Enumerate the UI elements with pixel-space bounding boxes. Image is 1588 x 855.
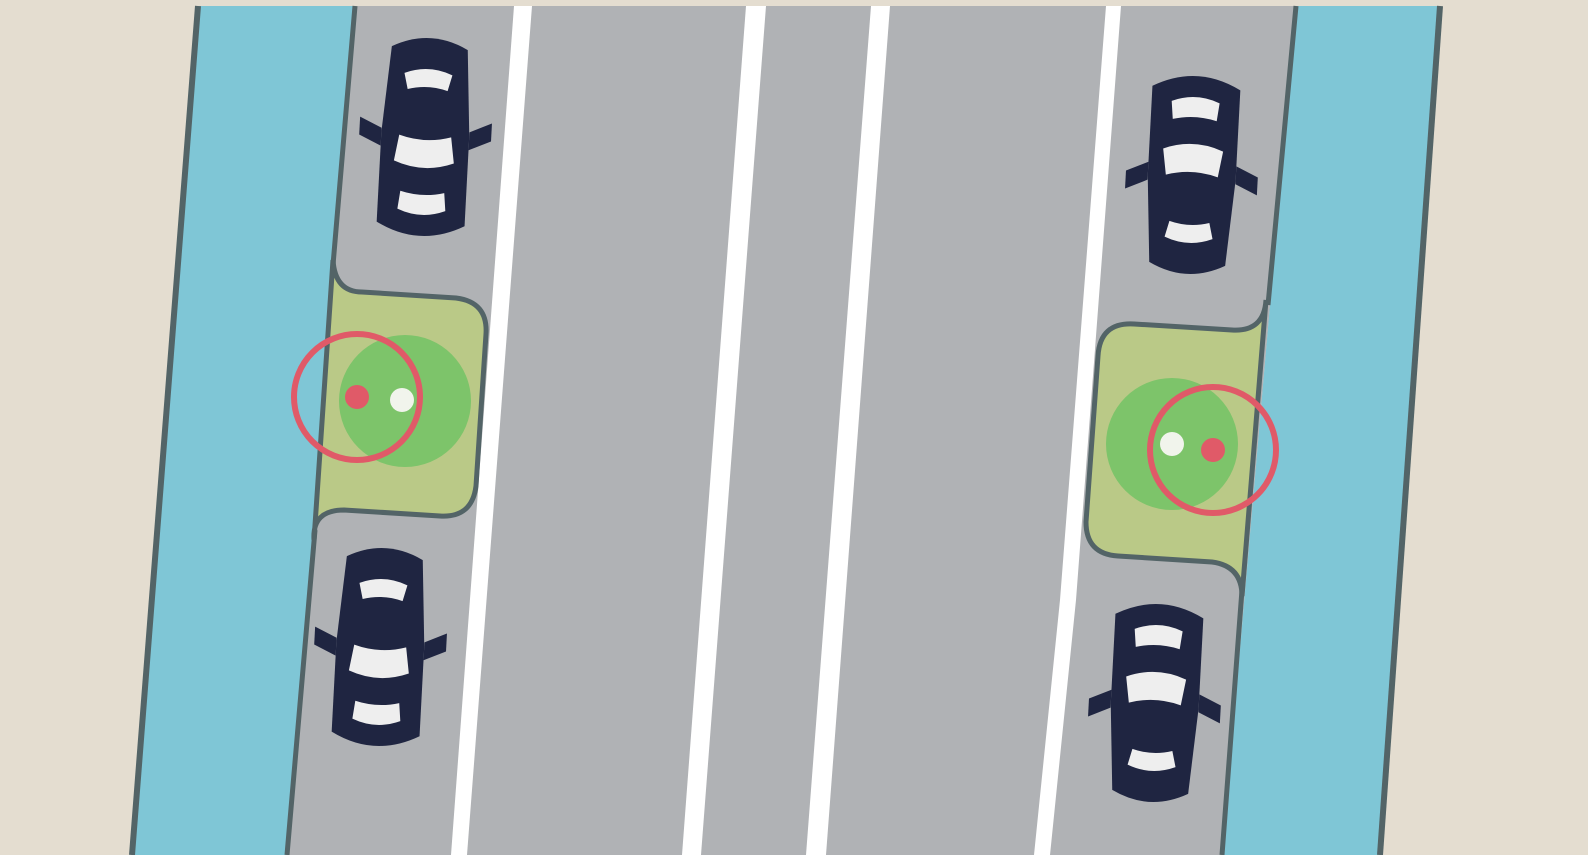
pickup-point-icon[interactable]: [390, 388, 414, 412]
pickup-point-icon[interactable]: [1160, 432, 1184, 456]
target-dot-icon: [345, 385, 369, 409]
target-dot-icon: [1201, 438, 1225, 462]
